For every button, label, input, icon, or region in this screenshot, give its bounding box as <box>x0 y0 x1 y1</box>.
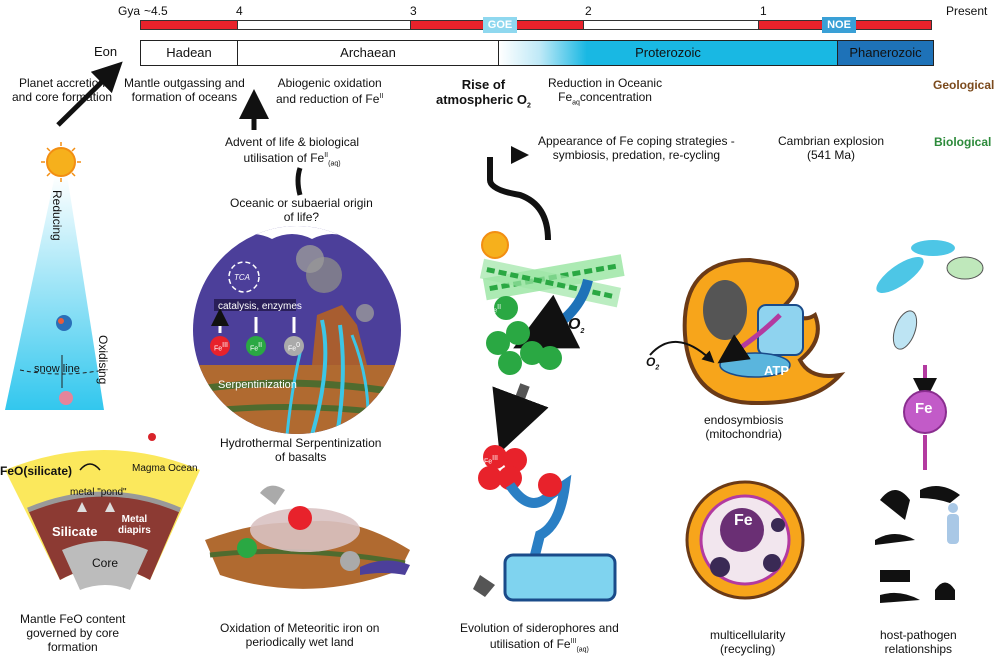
tick-3: 3 <box>410 4 417 18</box>
endosymbiosis-cell <box>649 257 846 406</box>
fe-central-icon <box>903 390 947 434</box>
caption-siderophore: Evolution of siderophores and utilisatio… <box>460 621 619 654</box>
core-label: Core <box>92 556 119 570</box>
tick-present: Present <box>946 4 988 18</box>
fe3-ion <box>210 336 230 356</box>
arrow-oxidation <box>492 383 549 454</box>
fe-label-host: Fe <box>915 400 933 417</box>
tca-label: TCA <box>234 273 250 282</box>
bacterium-cell <box>503 553 617 602</box>
fe0-ion <box>284 336 304 356</box>
silicate-label: Silicate <box>52 524 98 539</box>
tick-1: 1 <box>760 4 767 18</box>
fe2-ion <box>246 336 266 356</box>
diapirs-label: Metal diapirs <box>118 514 151 536</box>
oxidising-label: Oxidising <box>96 335 110 385</box>
eon-archaean: Archaean <box>238 41 499 65</box>
magma-ocean-label: Magma Ocean <box>132 463 198 474</box>
host-pathogen-diagram <box>875 240 984 603</box>
reducing-label: Reducing <box>50 190 64 241</box>
caption-host-pathogen: host-pathogen relationships <box>880 628 957 656</box>
arrow-life <box>295 167 303 196</box>
metal-pond-label: metal "pond" <box>70 487 127 498</box>
multicellularity-cell <box>685 480 805 600</box>
event-advent: Advent of life & biological utilisation … <box>225 135 360 168</box>
tick-4-5: ~4.5 <box>144 4 168 18</box>
nucleus-fe-icon <box>720 508 764 552</box>
planet-icon <box>56 315 72 331</box>
catalysis-label: catalysis, enzymes <box>218 301 302 312</box>
o2-label-endo: O2 <box>646 355 660 372</box>
event-coping: Appearance of Fe coping strategies - sym… <box>538 134 735 162</box>
eon-phanerozoic: Phanerozoic <box>838 41 933 65</box>
feo-label: FeO(silicate) <box>0 464 73 478</box>
fe3-label-hydro: FeIII <box>214 342 229 353</box>
serpentinization-label: Serpentinization <box>218 379 297 391</box>
sun-icon <box>46 147 76 177</box>
arrow-o2-branch <box>487 157 551 241</box>
event-rise-o2: Rise of atmospheric O2 <box>436 77 531 110</box>
fe2-label-sid: FeII <box>489 304 502 315</box>
arrow-accretion <box>56 61 123 127</box>
caption-endosymbiosis: endosymbiosis (mitochondria) <box>704 413 784 441</box>
magma-ocean-diagram <box>5 433 200 590</box>
fe2-label-hydro: FeII <box>250 342 263 353</box>
event-abiogenic: Abiogenic oxidation and reduction of FeI… <box>276 76 384 106</box>
planet-cone <box>5 142 105 410</box>
animal-silhouette-bird <box>880 490 910 520</box>
atp-label: ATP <box>764 363 790 378</box>
biological-label: Biological <box>934 135 992 149</box>
tick-4: 4 <box>236 4 243 18</box>
caption-hydrothermal: Hydrothermal Serpentinization of basalts <box>220 436 382 464</box>
tick-2: 2 <box>585 4 592 18</box>
fe2-meteor-ion <box>237 538 257 558</box>
question-origin: Oceanic or subaerial origin of life? <box>230 196 373 224</box>
siderophore-column <box>473 231 625 602</box>
meteor-icon <box>148 433 156 441</box>
eon-proterozoic: Proterozoic <box>499 41 838 65</box>
tca-cycle-icon <box>228 261 260 293</box>
gya-label: Gya <box>118 4 141 18</box>
snowline-label: snow line <box>34 363 80 375</box>
fe-label-multi: Fe <box>734 512 753 529</box>
eon-bar: Hadean Archaean Proterozoic Phanerozoic <box>140 40 934 66</box>
fe3-meteor-ion <box>288 506 312 530</box>
event-reduction: Reduction in Oceanic Feaqconcentration <box>548 76 663 107</box>
meteoritic-land <box>205 485 410 589</box>
geological-label: Geological <box>933 78 995 92</box>
event-cambrian: Cambrian explosion (541 Ma) <box>778 134 885 162</box>
human-silhouette <box>947 514 959 544</box>
caption-multicellularity: multicellularity (recycling) <box>710 628 786 656</box>
sun-icon-2 <box>481 231 509 259</box>
planetesimal-icon <box>59 391 73 405</box>
hydrothermal-circle <box>193 226 401 434</box>
event-outgassing: Mantle outgassing and formation of ocean… <box>124 76 245 104</box>
fe0-label-hydro: Fe0 <box>288 342 301 353</box>
eon-label: Eon <box>94 44 118 59</box>
fe0-meteor-ion <box>340 551 360 571</box>
goe-tag: GOE <box>483 17 517 33</box>
fe3-label-sid: FeIII <box>484 455 499 466</box>
noe-tag: NOE <box>822 17 856 33</box>
o2-label-sid: O2 <box>568 316 585 336</box>
pathogen-icon-1 <box>876 256 924 294</box>
caption-meteoritic: Oxidation of Meteoritic iron on periodic… <box>220 621 380 649</box>
eon-hadean: Hadean <box>141 41 238 65</box>
caption-mantle: Mantle FeO content governed by core form… <box>20 612 126 654</box>
